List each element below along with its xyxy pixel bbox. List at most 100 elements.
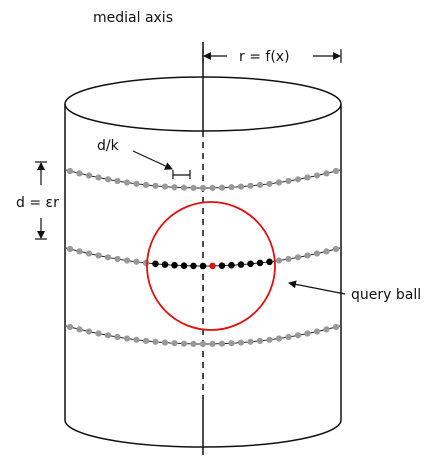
sample-point	[237, 339, 245, 346]
sample-point	[323, 248, 330, 255]
sample-point-in-ball	[152, 260, 159, 268]
sample-point	[66, 167, 74, 175]
sample-point	[228, 340, 235, 347]
sample-point	[266, 180, 273, 187]
ring-gap-dimension	[35, 161, 47, 240]
sample-point-in-ball	[266, 258, 273, 266]
sample-point	[304, 174, 311, 181]
sample-point	[114, 255, 121, 263]
sample-point	[142, 181, 150, 188]
sample-point-in-ball	[190, 262, 197, 270]
radius-label: r = f(x)	[239, 49, 290, 65]
sample-point	[199, 340, 207, 348]
sample-point	[123, 179, 131, 186]
sample-point	[85, 328, 93, 335]
sample-point	[85, 250, 93, 257]
sample-point-in-ball	[247, 260, 254, 268]
sample-point	[275, 335, 283, 342]
sample-point	[256, 337, 264, 344]
sample-point	[228, 184, 235, 191]
sample-point	[285, 255, 292, 263]
sample-point	[332, 167, 340, 175]
sample-point	[133, 258, 140, 265]
query-point	[209, 262, 216, 270]
sample-point	[332, 245, 340, 253]
sample-point	[323, 170, 330, 177]
medial-axis-label: medial axis	[93, 10, 173, 26]
sample-point	[133, 180, 140, 187]
radius-dimension	[202, 49, 342, 63]
sample-point	[294, 254, 302, 261]
sample-point-in-ball	[256, 259, 264, 267]
sample-point	[332, 323, 340, 331]
sample-point	[95, 252, 102, 259]
sample-point-in-ball	[228, 261, 235, 269]
sample-point	[275, 257, 283, 264]
sample-point	[152, 182, 159, 189]
sample-point	[304, 330, 311, 337]
sample-point	[323, 326, 330, 333]
sample-point-in-ball	[218, 262, 226, 270]
query-ball	[146, 201, 276, 331]
sample-point	[247, 338, 254, 345]
sample-point	[171, 184, 178, 191]
sample-point	[199, 184, 207, 192]
sample-point	[95, 174, 102, 181]
sample-point	[266, 336, 273, 343]
sample-point	[161, 339, 169, 346]
sample-point-in-ball	[180, 262, 188, 270]
sample-point-in-ball	[237, 261, 245, 268]
sample-point-in-ball	[171, 261, 178, 269]
sample-point	[237, 183, 245, 190]
spacing-annotation	[132, 150, 191, 179]
spacing-pointer	[132, 150, 173, 170]
sample-point	[104, 332, 112, 339]
sample-point	[294, 176, 302, 183]
sample-point	[161, 183, 169, 190]
sample-point	[123, 257, 131, 264]
sample-point	[114, 333, 121, 341]
sample-point	[285, 333, 292, 341]
sample-point	[76, 326, 83, 333]
sample-point	[313, 250, 321, 257]
sample-point	[275, 179, 283, 186]
sample-point	[85, 172, 93, 179]
sample-point	[95, 330, 102, 337]
sample-point	[76, 170, 83, 177]
sample-point	[114, 177, 121, 185]
sample-point	[104, 254, 112, 261]
sample-point	[209, 340, 216, 347]
sample-point	[256, 181, 264, 188]
sample-point	[218, 184, 226, 191]
sample-point	[123, 335, 131, 342]
query-ball-pointer	[288, 280, 346, 295]
sample-point	[171, 340, 178, 347]
sample-point	[180, 340, 188, 347]
sample-rings	[65, 167, 341, 348]
query-ball-label: query ball	[351, 287, 421, 303]
sample-point	[209, 184, 216, 191]
sample-point	[104, 176, 112, 183]
sample-point	[294, 332, 302, 339]
sample-point	[285, 177, 292, 185]
sample-point	[76, 248, 83, 255]
sample-point	[313, 328, 321, 335]
sample-point-in-ball	[199, 262, 207, 270]
sample-point	[142, 337, 150, 344]
sample-point	[180, 184, 188, 191]
sample-point	[190, 184, 197, 191]
sample-point	[304, 252, 311, 259]
ring-gap-label: d = εr	[16, 195, 59, 211]
sample-point	[190, 340, 197, 347]
sample-point	[313, 172, 321, 179]
sample-point	[152, 338, 159, 345]
sample-point	[133, 336, 140, 343]
sample-point	[218, 340, 226, 347]
sample-point	[66, 245, 74, 253]
sample-point-in-ball	[161, 261, 169, 268]
sample-point	[247, 182, 254, 189]
spacing-label: d/k	[97, 138, 120, 154]
sample-point	[66, 323, 74, 331]
